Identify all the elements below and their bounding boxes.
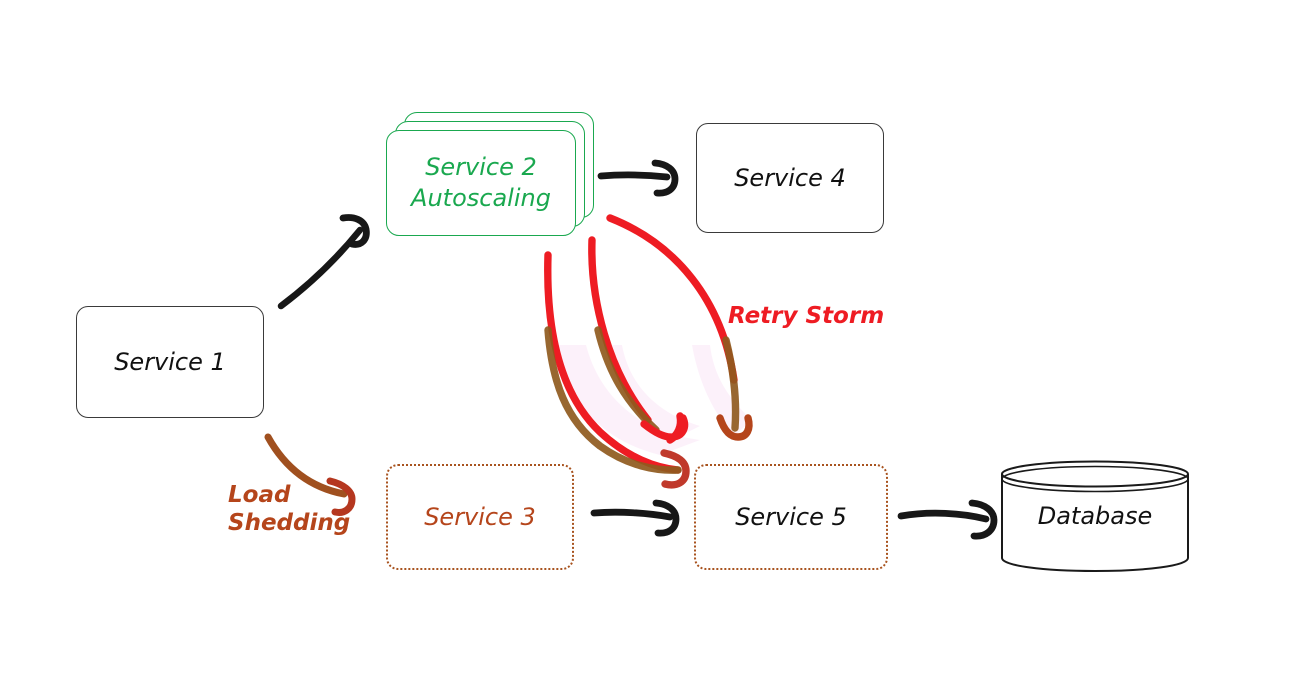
edge-service1-service2 <box>277 214 370 310</box>
node-service4[interactable]: Service 4 <box>696 123 884 233</box>
edge-retry-storm-2 <box>588 236 689 444</box>
edge-service5-database <box>897 499 998 540</box>
edge-service2-service4 <box>597 159 679 197</box>
service2-stack-layer-front[interactable]: Service 2 Autoscaling <box>386 130 576 236</box>
node-service2-label: Service 2 Autoscaling <box>411 152 551 212</box>
edge-retry-storm-1 <box>544 251 690 489</box>
node-service3[interactable]: Service 3 <box>386 464 574 570</box>
highlight-wash <box>556 345 752 455</box>
node-service1-label: Service 1 <box>114 347 226 376</box>
node-database[interactable]: Database <box>1000 460 1190 573</box>
node-service4-label: Service 4 <box>734 163 846 192</box>
database-cylinder-icon <box>1001 460 1189 573</box>
annotation-load-shedding: Load Shedding <box>228 482 351 537</box>
node-service5-label: Service 5 <box>735 502 847 531</box>
node-service2[interactable]: Service 2 Autoscaling <box>386 112 594 236</box>
annotation-retry-storm: Retry Storm <box>728 303 885 329</box>
node-service3-label: Service 3 <box>424 502 536 531</box>
node-service5[interactable]: Service 5 <box>694 464 888 570</box>
node-service1[interactable]: Service 1 <box>76 306 264 418</box>
edge-service3-service5 <box>590 499 680 537</box>
